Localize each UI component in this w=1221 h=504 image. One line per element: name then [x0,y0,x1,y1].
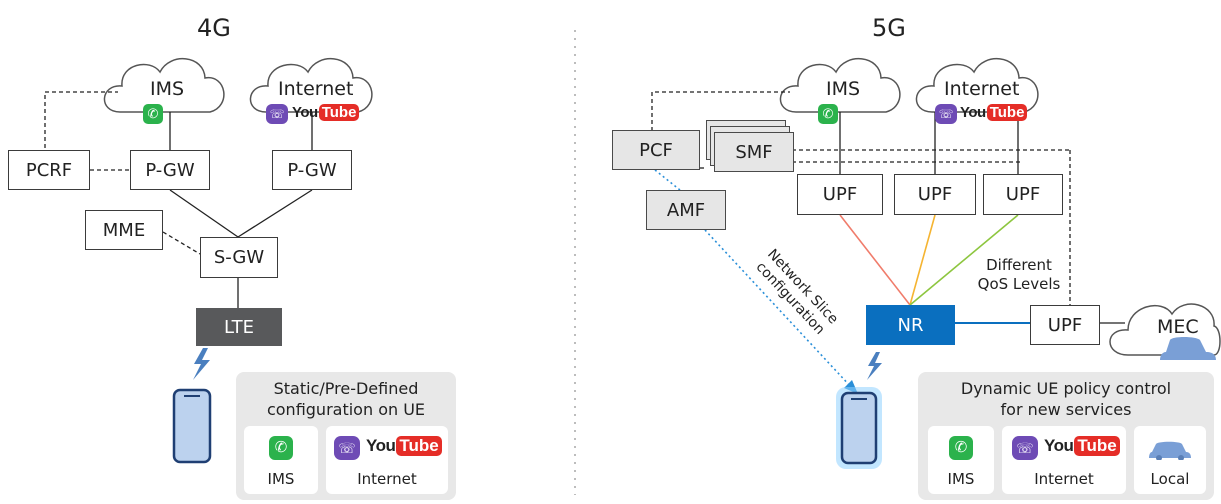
mme-node: MME [85,210,163,250]
internet-app-label-5g: Internet [1034,470,1094,488]
dynamic-policy-panel: Dynamic UE policy control for new servic… [918,372,1214,500]
ims-app-card-4g: ✆ IMS [244,426,318,494]
upf-node-internet-1: UPF [894,174,976,215]
static-config-panel: Static/Pre-Defined configuration on UE ✆… [236,372,456,500]
internet-cloud-4g [249,57,373,113]
lightning-icon-4g [193,348,210,380]
pcrf-ims-dashed-line [44,91,118,148]
qos-red-line [839,214,911,306]
ims-cloud-label-4g: IMS [150,78,185,100]
qos-green-line [909,214,1019,306]
ims-app-label-5g: IMS [947,470,975,488]
amf-node: AMF [646,190,726,230]
sgw-node: S-GW [200,237,278,278]
phone-call-icon: ✆ [269,436,293,460]
internet-cloud-label-5g: Internet [944,78,1020,100]
lte-node: LTE [196,308,282,346]
ims-cloud-4g [103,57,225,113]
ims-cloud-5g [779,57,901,113]
slice-config-arrow [704,229,853,389]
viber-icon: ☏ [1012,436,1038,460]
dynamic-policy-title: Dynamic UE policy control for new servic… [960,379,1172,419]
upf-node-internet-2: UPF [983,174,1063,215]
qos-yellow-line [909,214,936,306]
heading-5g: 5G [872,14,906,42]
nr-node: NR [866,305,955,345]
ims-cloud-label-5g: IMS [826,78,861,100]
heading-4g: 4G [197,14,231,42]
pcf-node: PCF [612,130,700,170]
ims-app-card-5g: ✆ IMS [928,426,994,494]
mme-sgw-dashed-line [162,231,201,255]
lightning-icon-5g [867,352,882,380]
upf-node-ims: UPF [797,174,883,215]
qos-levels-label: Different QoS Levels [977,256,1061,293]
static-config-title: Static/Pre-Defined configuration on UE [266,379,426,419]
smf-node: SMF [714,132,794,172]
viber-icon: ☏ [334,436,360,460]
phone-call-icon: ✆ [818,104,838,124]
pcf-amf-dotted-line [654,169,681,191]
local-app-card-5g: Local [1134,426,1206,494]
internet-app-label-4g: Internet [357,470,417,488]
pgw-ims-node: P-GW [130,150,210,190]
pgw-internet-node: P-GW [272,150,352,190]
mec-cloud-label: MEC [1157,316,1199,338]
pcrf-node: PCRF [8,150,90,190]
upf-node-edge: UPF [1030,305,1100,345]
viber-icon: ☏ [266,104,288,124]
local-app-label-5g: Local [1150,470,1190,488]
smartphone-icon-4g [172,388,212,464]
car-icon-mec [1160,337,1216,360]
viber-icon: ☏ [935,104,957,124]
car-icon [1149,441,1191,460]
phone-call-icon: ✆ [143,104,163,124]
internet-cloud-5g [915,57,1039,113]
phone-call-icon: ✆ [949,436,973,460]
internet-cloud-label-4g: Internet [278,78,354,100]
smartphone-icon-5g [836,387,882,469]
ims-app-label-4g: IMS [267,470,295,488]
